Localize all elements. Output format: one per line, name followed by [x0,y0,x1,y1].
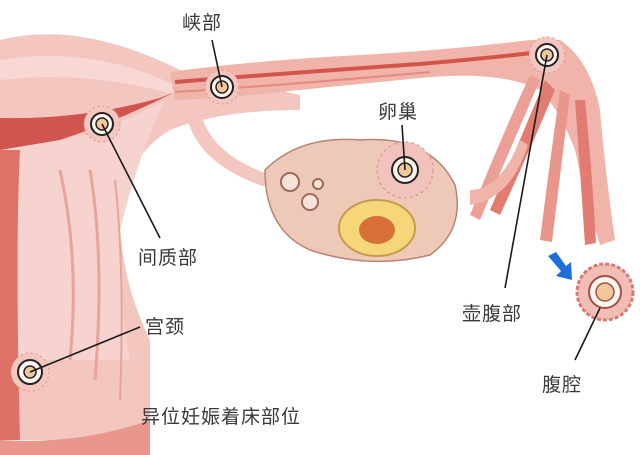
label-isthmus: 峡部 [182,12,223,34]
label-ovary: 卵巢 [378,101,419,123]
label-abdominal: 腹腔 [542,374,583,396]
label-interstitial: 间质部 [138,247,199,269]
leader-lines [29,39,601,373]
diagram-title: 异位妊娠着床部位 [141,406,302,428]
implantation-sites [10,36,635,392]
site-isthmus [204,69,240,105]
arrow-icon [548,252,572,280]
label-cervix: 宫颈 [145,316,186,338]
site-abdominal [575,262,635,322]
label-ampulla: 壶腹部 [462,303,523,325]
ovary [264,138,458,263]
fallopian-tube [170,40,615,245]
